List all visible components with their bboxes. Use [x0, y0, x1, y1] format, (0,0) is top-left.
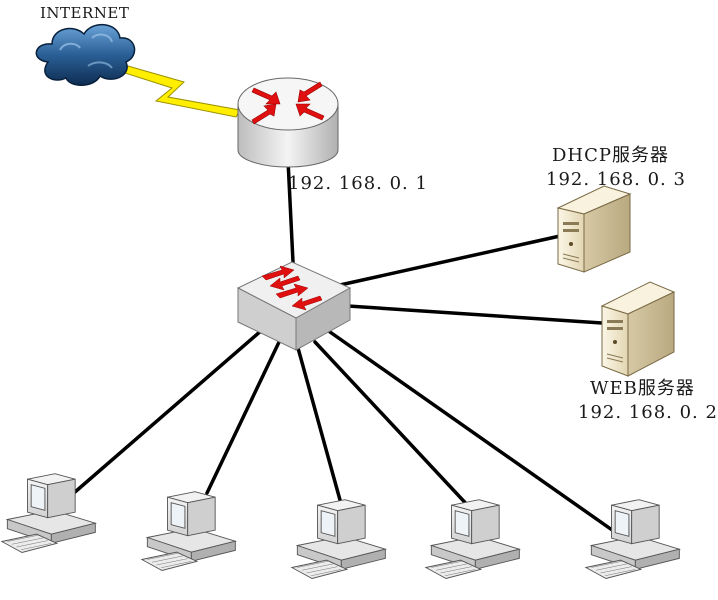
dhcp-server-name-label: DHCP服务器: [552, 145, 670, 166]
web-server-name-label: WEB服务器: [590, 378, 695, 399]
network-links: [73, 158, 617, 534]
client-computer-3: [291, 499, 386, 579]
link-switch-client-2: [205, 338, 282, 495]
client-computer-2: [141, 491, 236, 571]
client-computer-5: [585, 499, 680, 579]
dhcp-server-ip-label: 192. 168. 0. 3: [546, 169, 686, 190]
web-server-icon: [600, 281, 676, 377]
cloud-icon: [35, 24, 136, 86]
link-switch-dhcp-server: [338, 234, 562, 287]
router-ip-label: 192. 168. 0. 1: [288, 173, 428, 194]
wan-lightning-icon: [124, 65, 241, 118]
link-switch-web-server: [346, 304, 604, 325]
dhcp-server-icon: [556, 185, 632, 273]
client-computer-4: [425, 499, 520, 579]
link-router-switch: [286, 158, 295, 264]
internet-label: INTERNET: [40, 4, 130, 22]
router-icon: [237, 77, 339, 168]
link-switch-client-5: [328, 330, 617, 534]
switch-icon: [236, 261, 352, 351]
link-switch-client-3: [296, 346, 342, 502]
web-server-ip-label: 192. 168. 0. 2: [578, 402, 718, 423]
link-switch-client-4: [313, 340, 474, 512]
link-switch-client-1: [73, 328, 264, 494]
